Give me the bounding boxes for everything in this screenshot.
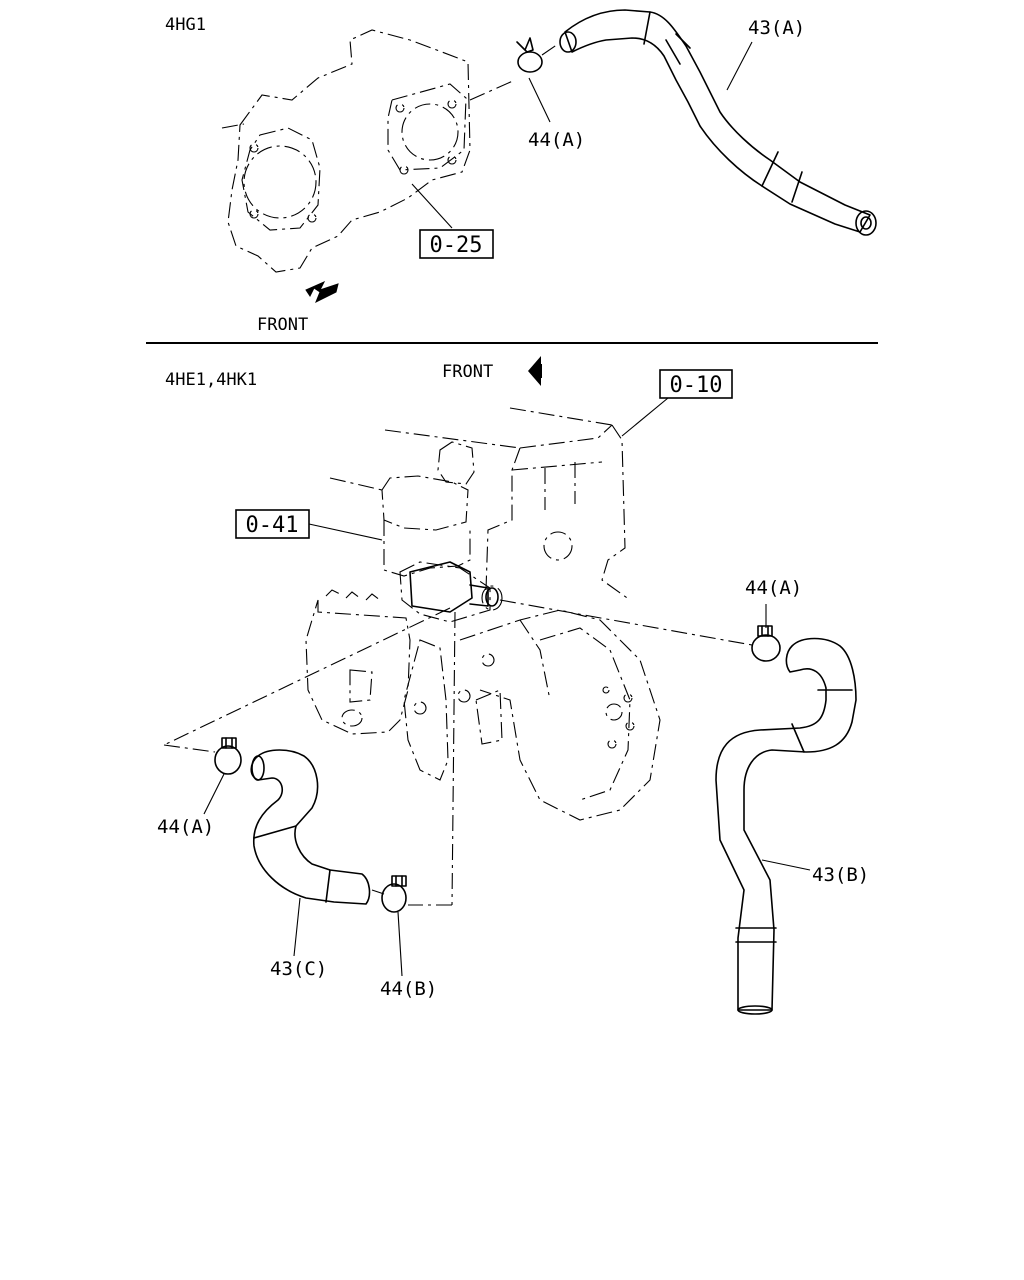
leader-44b bbox=[397, 911, 403, 977]
model-label-4he1-4hk1: 4HE1,4HK1 bbox=[165, 370, 257, 390]
clamp-44a-top bbox=[516, 37, 559, 73]
front-label-top: FRONT bbox=[257, 315, 308, 335]
section-ref-0-41: 0-41 bbox=[246, 513, 299, 538]
leader-0-41 bbox=[308, 523, 383, 541]
hose-43b bbox=[715, 637, 857, 1015]
section-ref-0-10: 0-10 bbox=[670, 373, 723, 398]
engine-block-outline bbox=[305, 407, 661, 821]
valve-fitting bbox=[409, 561, 499, 613]
part-ref-44a-top: 44(A) bbox=[528, 129, 585, 151]
front-arrow-icon bbox=[305, 280, 339, 304]
section-ref-box-0-10 bbox=[659, 369, 733, 399]
model-label-4hg1: 4HG1 bbox=[165, 15, 206, 35]
part-ref-44b: 44(B) bbox=[380, 978, 437, 1000]
engine-head-outline bbox=[221, 29, 516, 273]
leader-43c bbox=[293, 897, 301, 957]
leader-44a-top bbox=[528, 77, 551, 123]
leader-0-25 bbox=[411, 183, 453, 229]
clamp-44b bbox=[371, 875, 407, 913]
route-line-down bbox=[451, 611, 456, 906]
leader-0-10 bbox=[621, 397, 669, 437]
leader-43b bbox=[761, 859, 811, 871]
section-ref-box-0-41 bbox=[235, 509, 310, 539]
part-ref-44a-right: 44(A) bbox=[745, 577, 802, 599]
part-ref-44a-left: 44(A) bbox=[157, 816, 214, 838]
route-line-right bbox=[499, 599, 753, 646]
route-line-left bbox=[163, 607, 451, 746]
hose-43c bbox=[250, 749, 371, 905]
hose-43a bbox=[559, 9, 877, 236]
section-ref-box-0-25 bbox=[419, 229, 494, 259]
part-ref-43b: 43(B) bbox=[812, 864, 869, 886]
section-4he1-4hk1: 4HE1,4HK1 FRONT 0-10 0-41 bbox=[157, 356, 869, 1015]
leader-43a bbox=[726, 41, 753, 91]
clamp-44a-left bbox=[214, 737, 242, 775]
part-ref-43a: 43(A) bbox=[748, 17, 805, 39]
part-ref-43c: 43(C) bbox=[270, 958, 327, 980]
front-arrow-icon bbox=[528, 356, 542, 386]
clamp-44a-right bbox=[751, 625, 781, 662]
section-ref-0-25: 0-25 bbox=[430, 233, 483, 258]
section-4hg1: 4HG1 bbox=[165, 9, 877, 335]
front-label-bottom: FRONT bbox=[442, 362, 493, 382]
leader-44a-left bbox=[203, 773, 225, 815]
route-line-left-end bbox=[163, 744, 216, 753]
